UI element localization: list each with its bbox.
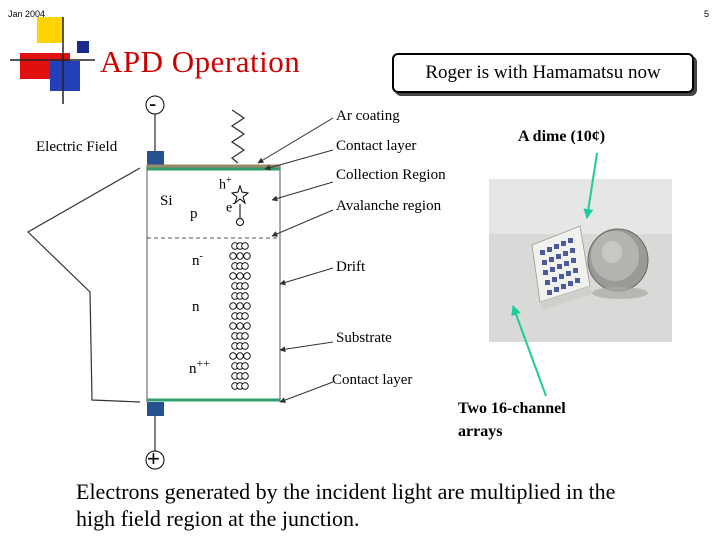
page-number: 5 — [704, 9, 710, 19]
substrate-label: Substrate — [336, 330, 392, 346]
arrays-caption-line1: Two 16-channel — [458, 400, 566, 417]
photon-absorption-icon — [230, 184, 250, 205]
dime-caption: A dime (10¢) — [518, 128, 606, 145]
arrays-caption-line2: arrays — [458, 423, 503, 440]
contact-bottom-arrow — [279, 381, 334, 403]
region-n-plus-sup: ++ — [196, 356, 211, 370]
electric-field-profile — [27, 167, 141, 403]
avalanche-region-label: Avalanche region — [336, 198, 442, 214]
hamamatsu-note: Roger is with Hamamatsu now — [392, 53, 694, 93]
body-text-line2: high field region at the junction. — [76, 506, 360, 531]
region-n: n — [192, 299, 200, 315]
plus-sign: + — [147, 446, 160, 471]
dime-arrow — [583, 152, 598, 219]
electron-sup: - — [232, 198, 236, 209]
region-p: p — [190, 206, 198, 222]
slide-title: APD Operation — [100, 44, 301, 79]
minus-sign: - — [149, 91, 157, 116]
top-electrode — [147, 151, 164, 165]
ar-coating-label: Ar coating — [336, 108, 400, 124]
material-label: Si — [160, 193, 173, 209]
drift-label: Drift — [336, 259, 366, 275]
electron-icon — [236, 218, 244, 226]
electric-field-label: Electric Field — [36, 139, 118, 155]
electron-label: e- — [226, 198, 236, 217]
avalanche-arrow — [271, 209, 334, 237]
hole-label: h+ — [219, 175, 232, 194]
region-n-minus: n- — [192, 251, 203, 270]
region-n-plus: n++ — [189, 356, 210, 378]
body-text-line1: Electrons generated by the incident ligh… — [76, 479, 616, 504]
logo-square-blue — [50, 61, 80, 91]
logo-square-small — [77, 41, 89, 53]
incident-light-icon — [230, 109, 246, 164]
collection-region-label: Collection Region — [336, 167, 446, 183]
hole-letter: h — [219, 177, 226, 193]
contact-top-arrow — [264, 149, 334, 171]
region-n-minus-letter: n — [192, 253, 200, 269]
region-n-minus-sup: - — [199, 251, 203, 262]
hole-sup: + — [226, 175, 232, 186]
region-n-plus-letter: n — [189, 361, 197, 377]
substrate-arrow — [279, 341, 334, 353]
bottom-electrode — [147, 402, 164, 416]
collection-arrow — [271, 181, 334, 202]
drift-arrow — [279, 267, 334, 286]
arrays-arrow — [511, 305, 547, 397]
electron-letter: e — [226, 200, 233, 216]
avalanche-electrons — [229, 242, 251, 390]
body-text: Electrons generated by the incident ligh… — [76, 478, 716, 532]
contact-layer-bottom-label: Contact layer — [332, 372, 413, 388]
ar-coating-arrow — [257, 117, 334, 164]
logo-square-yellow — [37, 17, 63, 43]
contact-layer-top-label: Contact layer — [336, 138, 417, 154]
arrays-caption: Two 16-channel arrays — [458, 397, 566, 443]
header-date: Jan 2004 — [8, 9, 46, 19]
